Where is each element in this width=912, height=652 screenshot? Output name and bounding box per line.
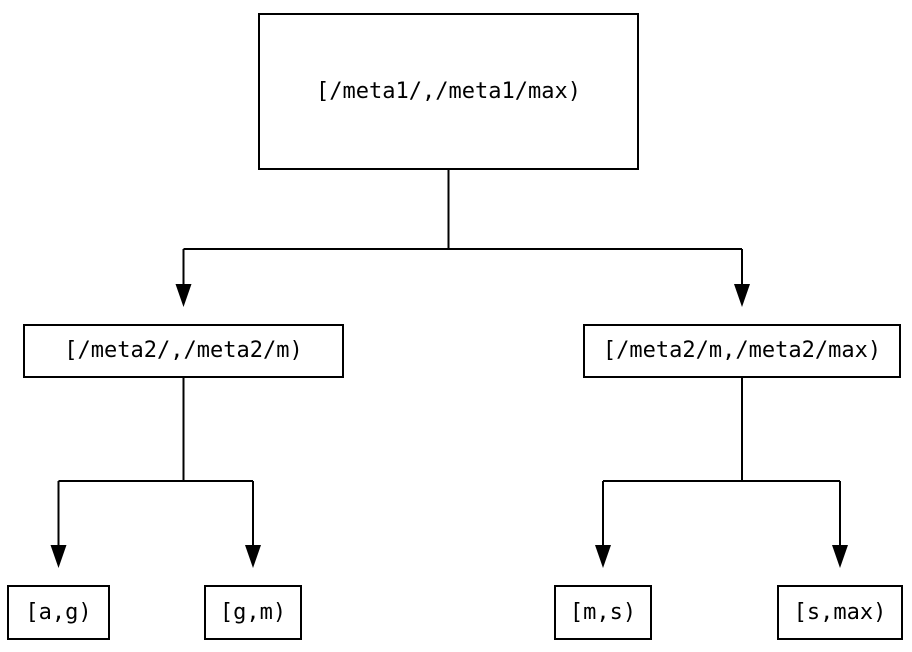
node-label: [s,max) <box>793 599 887 625</box>
node-meta2-right-range: [/meta2/m,/meta2/max) <box>583 324 901 378</box>
node-label: [/meta2/,/meta2/m) <box>64 338 303 363</box>
node-label: [/meta1/,/meta1/max) <box>316 78 581 104</box>
arrow-down-icon <box>50 545 67 568</box>
arrow-down-icon <box>245 545 261 568</box>
node-leaf-m-s: [m,s) <box>554 585 652 640</box>
node-leaf-s-max: [s,max) <box>777 585 903 640</box>
arrow-down-icon <box>832 545 848 568</box>
arrow-down-icon <box>734 284 750 307</box>
node-leaf-g-m: [g,m) <box>204 585 302 640</box>
node-label: [g,m) <box>219 599 287 625</box>
node-leaf-a-g: [a,g) <box>7 585 110 640</box>
arrow-down-icon <box>175 284 192 307</box>
node-label: [/meta2/m,/meta2/max) <box>602 338 882 363</box>
node-meta2-left-range: [/meta2/,/meta2/m) <box>23 324 344 378</box>
arrow-down-icon <box>595 545 611 568</box>
node-label: [a,g) <box>25 599 92 625</box>
node-label: [m,s) <box>569 599 637 625</box>
node-meta1-range: [/meta1/,/meta1/max) <box>258 13 639 170</box>
